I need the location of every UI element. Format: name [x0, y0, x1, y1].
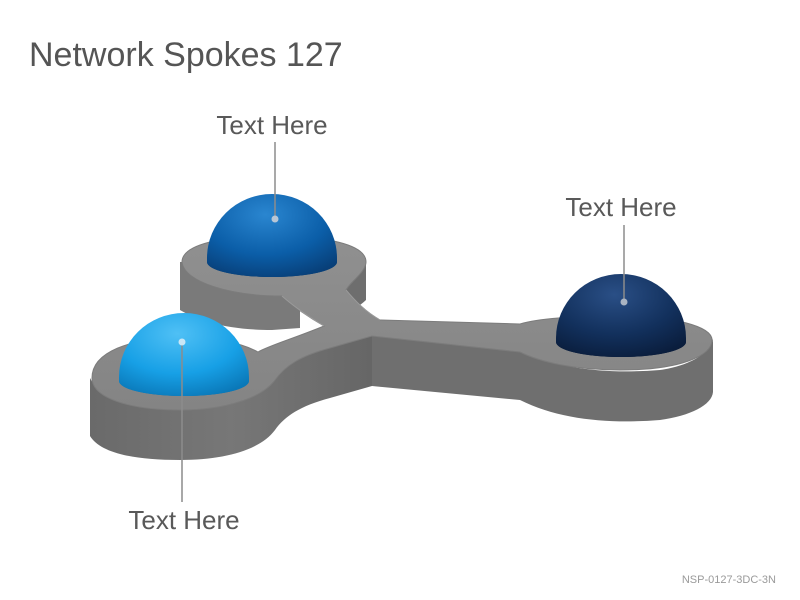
pointer-top: [271, 142, 279, 223]
node-label-bottom: Text Here: [128, 505, 240, 535]
slide-code: NSP-0127-3DC-3N: [681, 574, 776, 586]
node-label-right: Text Here: [565, 192, 677, 222]
node-dome-top: [207, 194, 337, 277]
node-dome-right: [556, 274, 686, 357]
node-label-top: Text Here: [216, 110, 328, 140]
pointer-right: [620, 225, 628, 306]
pointer-bottom: [178, 338, 186, 502]
node-dome-left: [119, 313, 249, 396]
slide-title: Network Spokes 127: [29, 36, 343, 74]
